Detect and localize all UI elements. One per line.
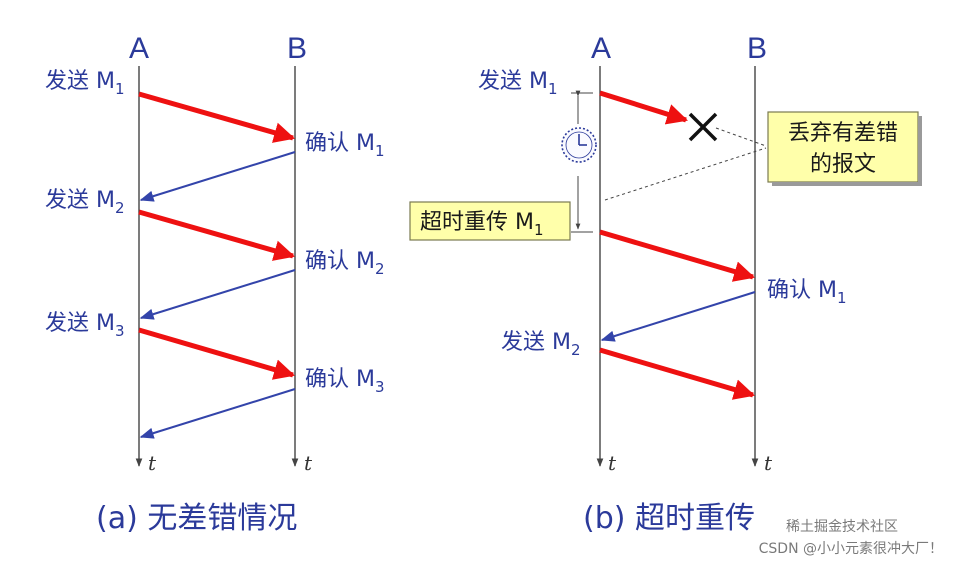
panel-a-data-arrow-1	[138, 91, 296, 143]
discard-pointer-line-2	[604, 147, 767, 201]
panel-a-ack-arrow-1	[139, 151, 296, 202]
panel-b-send-label-1: 发送 M1	[478, 69, 558, 98]
retransmit-note: 超时重传 M1	[409, 201, 571, 241]
panel-a-ack-label-1: 确认 M1	[305, 131, 385, 160]
panel-b-ack-arrow-1	[600, 291, 756, 342]
discard-pointer-line	[715, 127, 767, 147]
panel-a-ack-arrow-3	[139, 388, 296, 439]
svg-text:超时重传 M1: 超时重传 M1	[420, 210, 544, 239]
watermark: CSDN @小小元素很冲大厂！	[759, 541, 943, 557]
panel-a-send-label-1: 发送 M1	[45, 69, 125, 98]
panel-a-ack-label-3: 确认 M3	[305, 367, 385, 396]
panel-b-node-b-label: B	[747, 32, 767, 65]
panel-b-caption: (b) 超时重传	[583, 501, 755, 536]
panel-b-node-a-label: A	[591, 32, 611, 65]
error-cross-icon	[688, 112, 718, 142]
panel-a-ack-label-2: 确认 M2	[305, 249, 385, 278]
panel-b-data-arrow-2	[599, 347, 756, 400]
panel-b-ack-label-1: 确认 M1	[767, 278, 847, 307]
panel-a-time-b: t	[304, 451, 313, 475]
panel-b-time-a: t	[608, 451, 617, 475]
panel-a-ack-arrow-2	[139, 269, 296, 320]
discard-note-line-1: 丢弃有差错	[788, 121, 898, 146]
panel-b-data-arrow-lost	[599, 90, 689, 125]
panel-a-time-a: t	[148, 451, 157, 475]
panel-a-data-arrow-3	[138, 327, 296, 380]
panel-a-node-b-label: B	[287, 32, 307, 65]
clock-icon	[561, 127, 597, 163]
panel-b-data-arrow-retransmit	[599, 229, 756, 282]
discard-note-line-2: 的报文	[810, 152, 876, 177]
panel-a-data-arrow-2	[138, 209, 296, 261]
panel-a-node-a-label: A	[129, 32, 149, 65]
timeout-interval-bracket	[571, 90, 593, 233]
panel-b-send-label-2: 发送 M2	[501, 330, 581, 359]
panel-b-time-b: t	[764, 451, 773, 475]
discard-note: 丢弃有差错 的报文	[767, 111, 922, 186]
panel-a-send-label-3: 发送 M3	[45, 311, 125, 340]
watermark-overlay: 稀土掘金技术社区	[786, 519, 898, 535]
panel-a-caption: (a) 无差错情况	[96, 501, 297, 536]
panel-a-send-label-2: 发送 M2	[45, 188, 125, 217]
